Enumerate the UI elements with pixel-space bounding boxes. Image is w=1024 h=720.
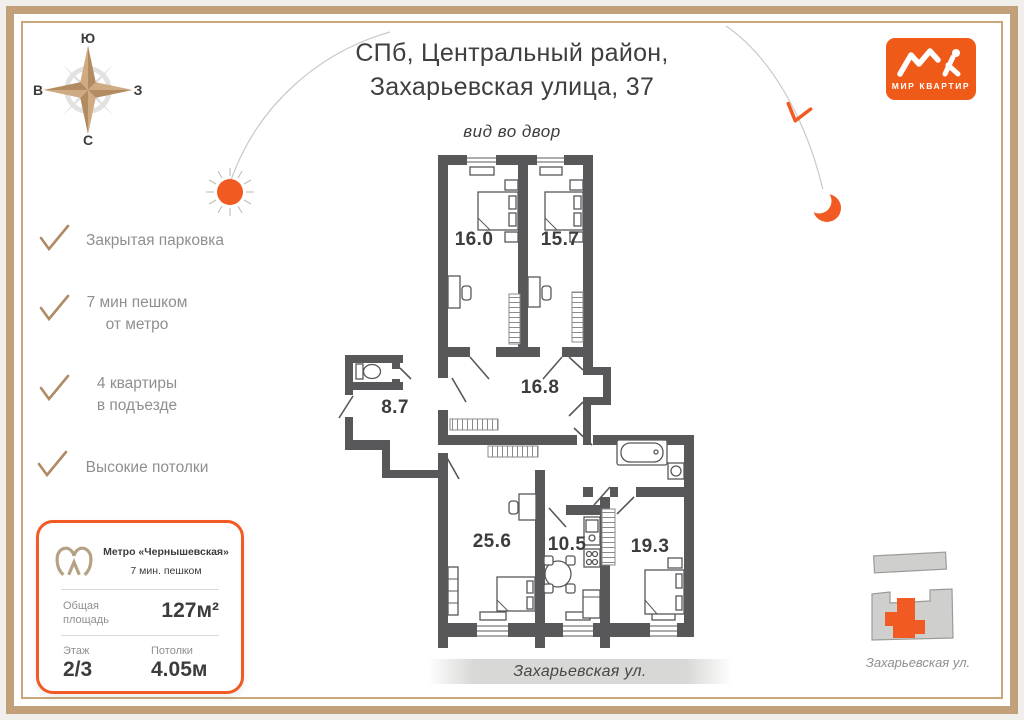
room-label-hall: 16.8 <box>520 377 560 398</box>
compass-rose <box>43 45 133 135</box>
room-label-bedroom-3: 19.3 <box>630 536 670 557</box>
brand-logo-mark <box>897 48 961 77</box>
floor-value: 2/3 <box>63 658 93 681</box>
divider <box>61 589 219 590</box>
apartment-info-card: Метро «Чернышевская» 7 мин. пешком Общая… <box>36 520 244 694</box>
room-label-bedroom-2: 15.7 <box>540 229 580 250</box>
feature-parking: Закрытая парковка <box>86 232 224 249</box>
metro-station-name: Метро «Чернышевская» <box>103 546 229 558</box>
shelf <box>447 566 459 616</box>
desk <box>527 276 552 308</box>
arc-left <box>230 31 391 181</box>
check-icon <box>37 450 68 478</box>
toilet <box>355 363 382 380</box>
street-name: Захарьевская ул. <box>513 662 647 680</box>
bed <box>644 557 685 615</box>
desk <box>508 493 537 521</box>
compass-label-west: З <box>133 82 143 98</box>
floor-label: Этаж <box>63 645 90 657</box>
site-plan <box>871 551 954 641</box>
brand-logo: МИР КВАРТИР <box>886 38 976 100</box>
compass-label-east: В <box>32 82 44 98</box>
room-label-living-room: 25.6 <box>472 531 512 552</box>
direction-arrow-icon <box>786 101 813 123</box>
desk <box>447 275 472 309</box>
windows <box>467 155 677 639</box>
compass-label-south: Ю <box>80 30 96 46</box>
feature-metro-walk: 7 мин пешком от метро <box>86 294 188 333</box>
bed <box>496 576 536 612</box>
address-line-2: Захарьевская улица, 37 <box>369 73 655 101</box>
wardrobes <box>449 291 616 566</box>
check-icon <box>39 224 70 252</box>
compass-label-north: С <box>82 132 94 148</box>
bed <box>477 179 519 243</box>
divider <box>61 635 219 636</box>
address-line-1: СПб, Центральный район, <box>355 39 669 67</box>
brand-name: МИР КВАРТИР <box>891 81 971 91</box>
metro-walk-time: 7 мин. пешком <box>130 565 202 577</box>
doors <box>338 356 635 528</box>
floor-plan <box>338 155 694 648</box>
site-plan-street-name: Захарьевская ул. <box>865 655 971 670</box>
check-icon <box>39 294 70 322</box>
compass-main-points <box>43 45 133 135</box>
street-name-band: Захарьевская ул. <box>428 659 732 684</box>
feature-apartments: 4 квартиры в подъезде <box>96 375 178 414</box>
check-icon <box>39 374 70 402</box>
sun-path-decoration <box>206 25 841 222</box>
total-area-label: Общая площадь <box>63 600 109 626</box>
bathtub <box>616 439 685 480</box>
sun-icon <box>206 168 254 216</box>
arc-right <box>725 25 824 191</box>
metro-icon <box>55 546 93 576</box>
room-label-bedroom-1: 16.0 <box>454 229 494 250</box>
ceiling-label: Потолки <box>151 645 193 657</box>
decorative-frame-inner <box>21 21 1003 699</box>
ceiling-value: 4.05м <box>151 658 208 681</box>
apartment-location-highlight <box>885 598 925 638</box>
room-label-kitchen: 10.5 <box>547 534 587 555</box>
feature-ceilings: Высокие потолки <box>85 459 209 476</box>
kitchen-furniture <box>543 516 601 619</box>
bed <box>544 179 584 243</box>
view-direction-label: вид во двор <box>463 122 561 141</box>
total-area-value: 127м² <box>161 599 219 622</box>
moon-icon <box>806 188 841 222</box>
neighbor-building <box>873 551 948 574</box>
room-label-corridor: 8.7 <box>381 397 409 418</box>
